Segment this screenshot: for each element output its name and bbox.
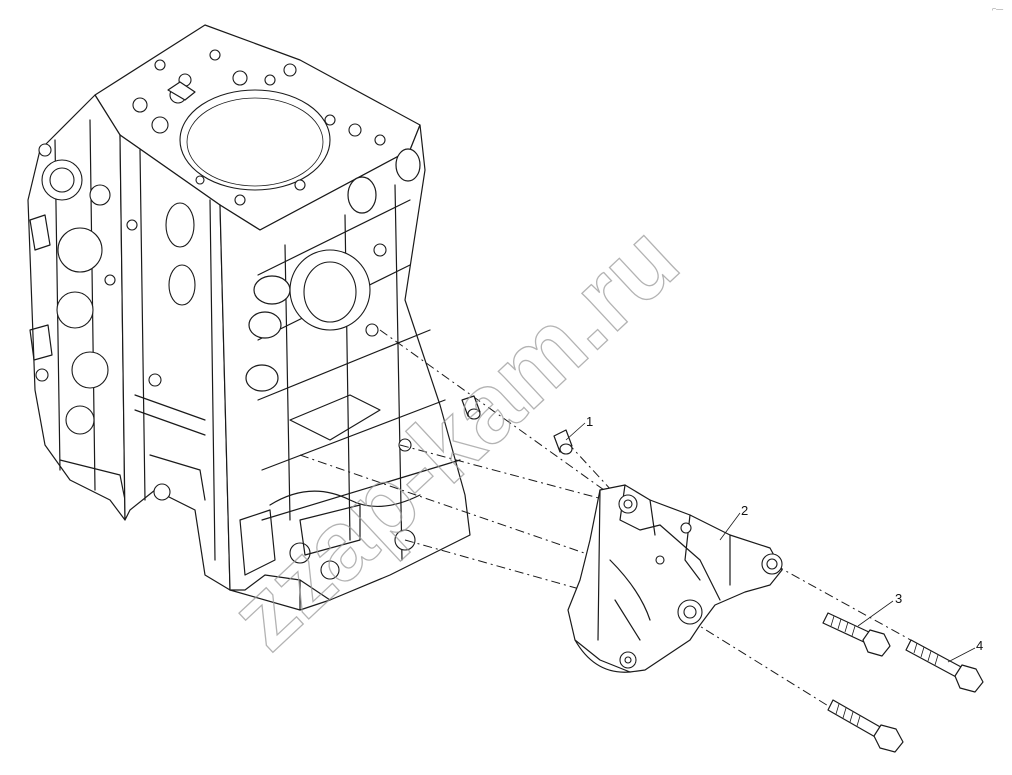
bolt-short-part-3	[822, 612, 904, 753]
callout-leaders	[565, 422, 976, 663]
callout-1: 1	[586, 414, 593, 429]
bracket-part-2	[567, 484, 783, 673]
callout-3: 3	[895, 591, 902, 606]
callout-4: 4	[976, 638, 983, 653]
corner-mark: ⌐—	[992, 6, 1003, 13]
callout-2: 2	[741, 503, 748, 518]
engine-block	[27, 24, 471, 611]
bolt-long-part-4	[905, 639, 984, 693]
dowel-sleeve-part-1	[461, 395, 573, 455]
